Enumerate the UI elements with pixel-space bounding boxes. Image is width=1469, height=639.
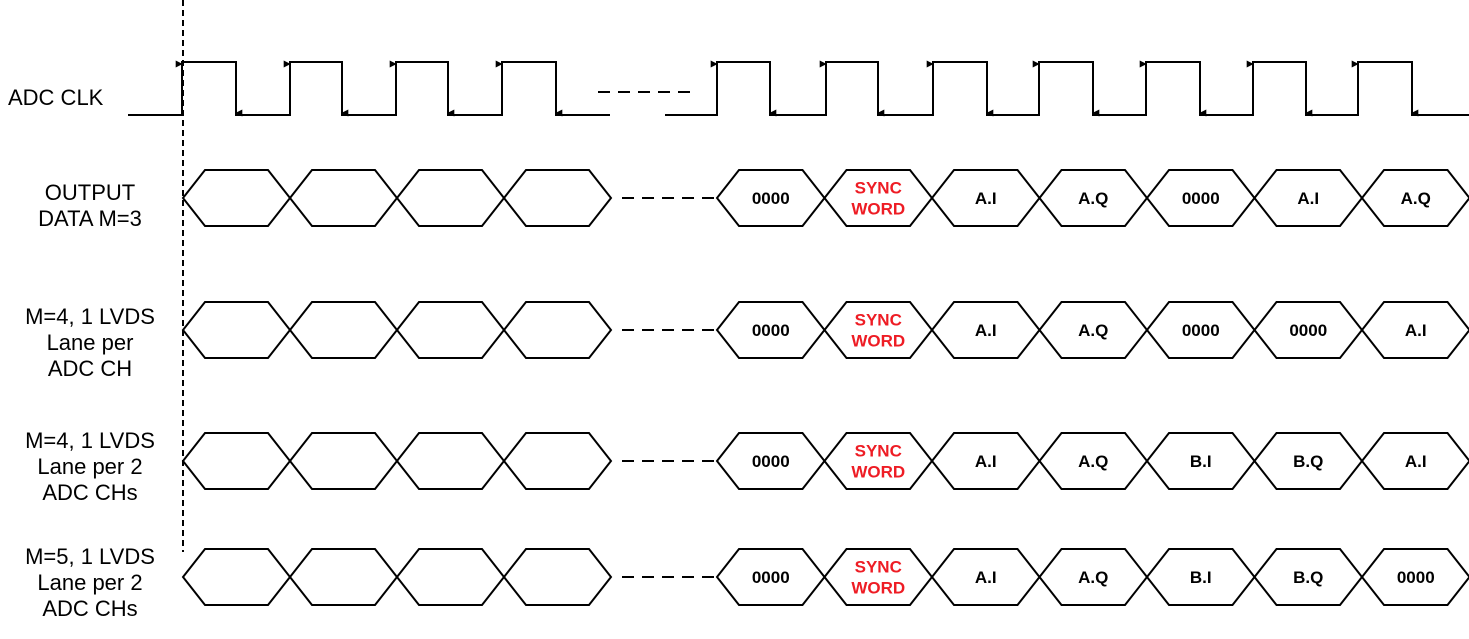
blank-data-cell: [288, 548, 399, 606]
data-cell: 0000: [1145, 169, 1256, 227]
data-cell: 0000: [715, 301, 826, 359]
blank-data-cell: [502, 432, 613, 490]
sync-word-text: WORD: [851, 579, 905, 598]
data-cell-text: 0000: [1397, 568, 1435, 587]
data-cell-text: 0000: [752, 189, 790, 208]
data-cell-text: 0000: [1182, 189, 1220, 208]
adc-clock-waveform: [128, 60, 1469, 117]
blank-data-cell: [395, 169, 506, 227]
data-cell-text: 0000: [752, 321, 790, 340]
blank-data-cell: [181, 548, 292, 606]
data-cell-text: 0000: [1289, 321, 1327, 340]
data-cell: A.Q: [1038, 169, 1149, 227]
data-cell-outline: [1360, 548, 1469, 606]
blank-data-cell: [395, 548, 506, 606]
sync-word-text: WORD: [851, 332, 905, 351]
data-row-3: 0000 SYNC WORD A.I A.Q B.I B.Q A.I: [181, 432, 1469, 490]
sync-word-cell: SYNC WORD: [823, 169, 934, 227]
data-cell-text: A.I: [1297, 189, 1319, 208]
sync-word-text: SYNC: [855, 558, 902, 577]
data-cell-text: A.I: [975, 321, 997, 340]
data-cell-text: A.Q: [1078, 452, 1108, 471]
clock-wave-segment-1: [128, 61, 610, 116]
blank-data-cell: [502, 169, 613, 227]
data-row-4: 0000 SYNC WORD A.I A.Q B.I B.Q 0000: [181, 548, 1469, 606]
data-cell-text: A.I: [975, 568, 997, 587]
data-cell: A.I: [1253, 169, 1364, 227]
data-cell: 0000: [715, 169, 826, 227]
blank-data-cell: [502, 548, 613, 606]
data-cell: A.Q: [1038, 548, 1149, 606]
data-cell-text: A.I: [1405, 321, 1427, 340]
data-cell-text: B.Q: [1293, 452, 1323, 471]
clock-label: ADC CLK: [8, 85, 104, 110]
data-cell: 0000: [715, 432, 826, 490]
blank-data-cell: [395, 432, 506, 490]
data-cell: B.Q: [1253, 548, 1364, 606]
data-cell: A.Q: [1038, 301, 1149, 359]
blank-data-cell: [288, 432, 399, 490]
data-cell: B.I: [1145, 548, 1256, 606]
data-cell: A.I: [1360, 301, 1469, 359]
data-cell-text: A.Q: [1401, 189, 1431, 208]
data-cell-outline: [1360, 169, 1469, 227]
blank-data-cell: [288, 169, 399, 227]
sync-word-text: WORD: [851, 200, 905, 219]
data-cell: B.Q: [1253, 432, 1364, 490]
data-cell: B.I: [1145, 432, 1256, 490]
data-cell-text: A.I: [1405, 452, 1427, 471]
data-cell-text: A.Q: [1078, 189, 1108, 208]
data-cell: 0000: [1145, 301, 1256, 359]
data-cell: A.I: [930, 548, 1041, 606]
blank-data-cell: [502, 301, 613, 359]
data-cell-text: A.Q: [1078, 321, 1108, 340]
data-cell-text: 0000: [752, 452, 790, 471]
data-cell: A.Q: [1038, 432, 1149, 490]
data-cell-text: B.I: [1190, 568, 1212, 587]
blank-data-cell: [181, 432, 292, 490]
data-cell-text: B.Q: [1293, 568, 1323, 587]
blank-data-cell: [181, 301, 292, 359]
sync-word-cell: SYNC WORD: [823, 432, 934, 490]
data-cell: 0000: [1253, 301, 1364, 359]
data-cell-text: A.I: [975, 189, 997, 208]
clock-wave-segment-2: [665, 61, 1469, 116]
data-cell-text: B.I: [1190, 452, 1212, 471]
data-cell: 0000: [1360, 548, 1469, 606]
data-cell-outline: [1360, 432, 1469, 490]
blank-data-cell: [288, 301, 399, 359]
data-cell-text: 0000: [1182, 321, 1220, 340]
data-cell: A.I: [930, 169, 1041, 227]
data-row-2: 0000 SYNC WORD A.I A.Q 0000 0000 A.I: [181, 301, 1469, 359]
sync-word-cell: SYNC WORD: [823, 548, 934, 606]
data-cell: A.I: [930, 432, 1041, 490]
sync-word-text: SYNC: [855, 311, 902, 330]
sync-word-text: SYNC: [855, 179, 902, 198]
blank-data-cell: [181, 169, 292, 227]
data-cell-text: A.I: [975, 452, 997, 471]
data-cell: A.Q: [1360, 169, 1469, 227]
sync-word-text: SYNC: [855, 442, 902, 461]
data-cell-text: A.Q: [1078, 568, 1108, 587]
data-cell: 0000: [715, 548, 826, 606]
sync-word-text: WORD: [851, 463, 905, 482]
sync-word-cell: SYNC WORD: [823, 301, 934, 359]
data-cell-outline: [1360, 301, 1469, 359]
data-cell-text: 0000: [752, 568, 790, 587]
blank-data-cell: [395, 301, 506, 359]
data-cell: A.I: [930, 301, 1041, 359]
data-row-1: 0000 SYNC WORD A.I A.Q 0000 A.I A.Q: [181, 169, 1469, 227]
data-cell: A.I: [1360, 432, 1469, 490]
